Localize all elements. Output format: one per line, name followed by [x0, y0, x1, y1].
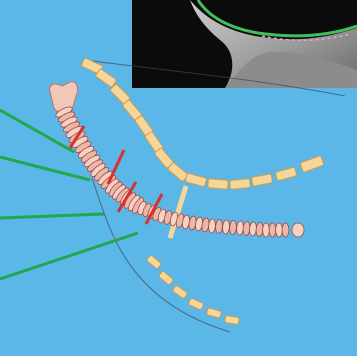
muscle-segment	[276, 223, 283, 237]
muscle-segment	[269, 223, 276, 237]
vertebra-upper-11	[230, 179, 251, 190]
xray-inset	[132, 0, 357, 88]
vertebra-upper-10	[208, 179, 229, 190]
muscle-segment	[282, 223, 289, 237]
muscle-tail	[292, 223, 304, 237]
muscle-segment	[263, 223, 270, 237]
